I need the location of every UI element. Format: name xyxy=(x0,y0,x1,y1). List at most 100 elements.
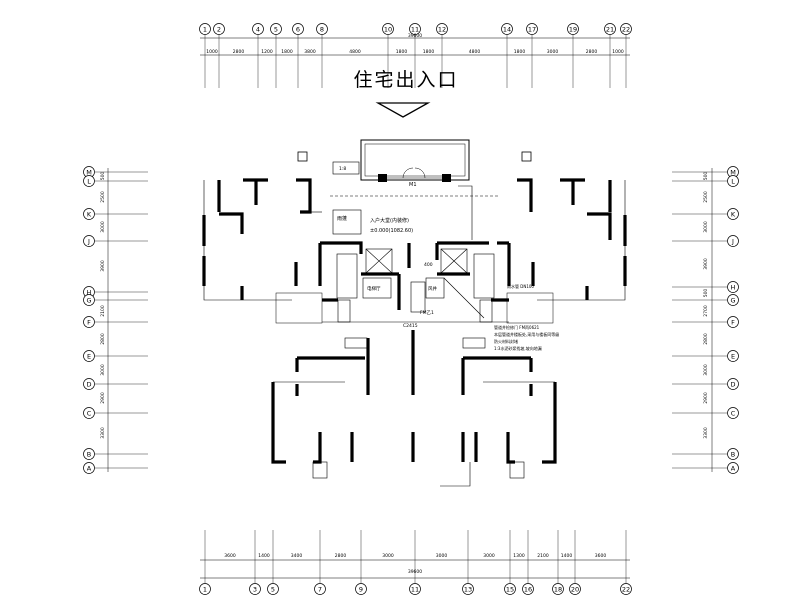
axis-bottom-22: 22 xyxy=(620,583,632,595)
axis-bubble-icon xyxy=(409,583,421,595)
axis-bubble-icon xyxy=(567,23,579,35)
axis-bottom-13: 13 xyxy=(462,583,474,595)
axis-bubble-icon xyxy=(199,23,211,35)
axis-label: M xyxy=(730,168,736,176)
axis-left-A: A xyxy=(83,462,95,474)
bottom-dim: 3000 xyxy=(483,553,495,559)
axis-label: A xyxy=(87,464,92,472)
axis-right-E: E xyxy=(727,350,739,362)
axis-bubble-icon xyxy=(83,175,95,187)
axis-label: 11 xyxy=(411,25,419,33)
axis-label: 12 xyxy=(438,25,446,33)
axis-right-L: L xyxy=(727,175,739,187)
axis-bubble-icon xyxy=(83,316,95,328)
axis-label: 17 xyxy=(528,25,536,33)
axis-label: 21 xyxy=(606,25,614,33)
right-dim: 500 xyxy=(703,172,709,181)
top-dim: 1800 xyxy=(396,49,408,55)
axis-bottom-15: 15 xyxy=(504,583,516,595)
top-dim: 1800 xyxy=(423,49,435,55)
axis-bubble-icon xyxy=(569,583,581,595)
right-dim: 2500 xyxy=(703,191,709,203)
top-dim: 2800 xyxy=(233,49,245,55)
core-thin xyxy=(322,185,509,323)
right-dim: 3000 xyxy=(703,364,709,376)
right-dim: 500 xyxy=(703,289,709,298)
right-upper-unit xyxy=(517,178,627,300)
axis-top-10: 10 xyxy=(382,23,394,35)
left-dim: 2800 xyxy=(100,333,106,345)
axis-right-H: H xyxy=(727,281,739,293)
axis-label: 5 xyxy=(274,25,278,33)
top-dim: 3800 xyxy=(304,49,316,55)
top-dim: 1200 xyxy=(261,49,273,55)
axis-label: K xyxy=(731,210,736,218)
axis-right-B: B xyxy=(727,448,739,460)
axis-bubble-icon xyxy=(727,175,739,187)
axis-bubble-icon xyxy=(316,23,328,35)
axis-label: E xyxy=(87,352,91,360)
axis-bottom-11: 11 xyxy=(409,583,421,595)
axis-label: F xyxy=(87,318,91,326)
door-label: M1 xyxy=(409,182,417,188)
axis-label: M xyxy=(86,168,92,176)
axis-label: L xyxy=(731,177,735,185)
left-balcony xyxy=(275,292,323,324)
column xyxy=(442,174,451,182)
axis-bubble-icon xyxy=(83,294,95,306)
axis-top-12: 12 xyxy=(436,23,448,35)
axis-top-14: 14 xyxy=(501,23,513,35)
axis-label: 20 xyxy=(571,585,579,593)
axis-label: A xyxy=(731,464,736,472)
note-2: 本层管道井楼板处,采用与楼板同等级 xyxy=(494,331,559,337)
left-upper-unit xyxy=(202,178,312,300)
axis-label: 11 xyxy=(411,585,419,593)
left-upper-thin xyxy=(203,180,322,301)
axis-label: J xyxy=(87,237,90,245)
axis-left-B: B xyxy=(83,448,95,460)
note-4: 1:3水泥砂浆找坡,坡向地漏 xyxy=(494,345,542,351)
left-lower-unit xyxy=(271,330,415,464)
axis-label: J xyxy=(731,237,734,245)
right-axis-group: MLKJHGFEDCBA5002500300039005002700280030… xyxy=(672,166,739,474)
axis-top-17: 17 xyxy=(526,23,538,35)
axis-label: F xyxy=(731,318,735,326)
axis-bubble-icon xyxy=(83,350,95,362)
left-dim: 3000 xyxy=(100,221,106,233)
axis-top-8: 8 xyxy=(316,23,328,35)
axis-label: K xyxy=(87,210,92,218)
axis-bubble-icon xyxy=(213,23,225,35)
axis-bubble-icon xyxy=(727,378,739,390)
bottom-dim: 3400 xyxy=(291,553,303,559)
axis-label: E xyxy=(731,352,735,360)
core-walls xyxy=(318,241,511,310)
axis-bubble-icon xyxy=(314,583,326,595)
note-5: 雨水管 DN100 xyxy=(507,283,534,289)
axis-bubble-icon xyxy=(727,294,739,306)
axis-label: 22 xyxy=(622,25,630,33)
bottom-dim: 3600 xyxy=(224,553,236,559)
bottom-dim: 3000 xyxy=(436,553,448,559)
annotations: M1 雨蓬 入户大堂(内装修) ±0.000(1082.60) 电梯厅 风井 4… xyxy=(337,166,559,351)
axis-right-G: G xyxy=(727,294,739,306)
axis-bubble-icon xyxy=(727,316,739,328)
lobby-label: 入户大堂(内装修) xyxy=(370,217,409,224)
axis-bubble-icon xyxy=(83,208,95,220)
axis-bubble-icon xyxy=(604,23,616,35)
axis-label: 4 xyxy=(256,25,260,33)
top-dim: 1000 xyxy=(612,49,624,55)
right-dim: 3000 xyxy=(703,221,709,233)
top-dim: 1800 xyxy=(514,49,526,55)
axis-bubble-icon xyxy=(83,448,95,460)
axis-label: 8 xyxy=(320,25,324,33)
axis-bottom-9: 9 xyxy=(355,583,367,595)
right-dim: 2900 xyxy=(703,392,709,404)
axis-bubble-icon xyxy=(382,23,394,35)
top-total-dim: 39600 xyxy=(408,33,422,39)
axis-bottom-5: 5 xyxy=(267,583,279,595)
axis-bubble-icon xyxy=(252,23,264,35)
bottom-total-dim: 39600 xyxy=(408,569,422,575)
axis-label: C xyxy=(731,409,736,417)
right-dim: 3900 xyxy=(703,258,709,270)
